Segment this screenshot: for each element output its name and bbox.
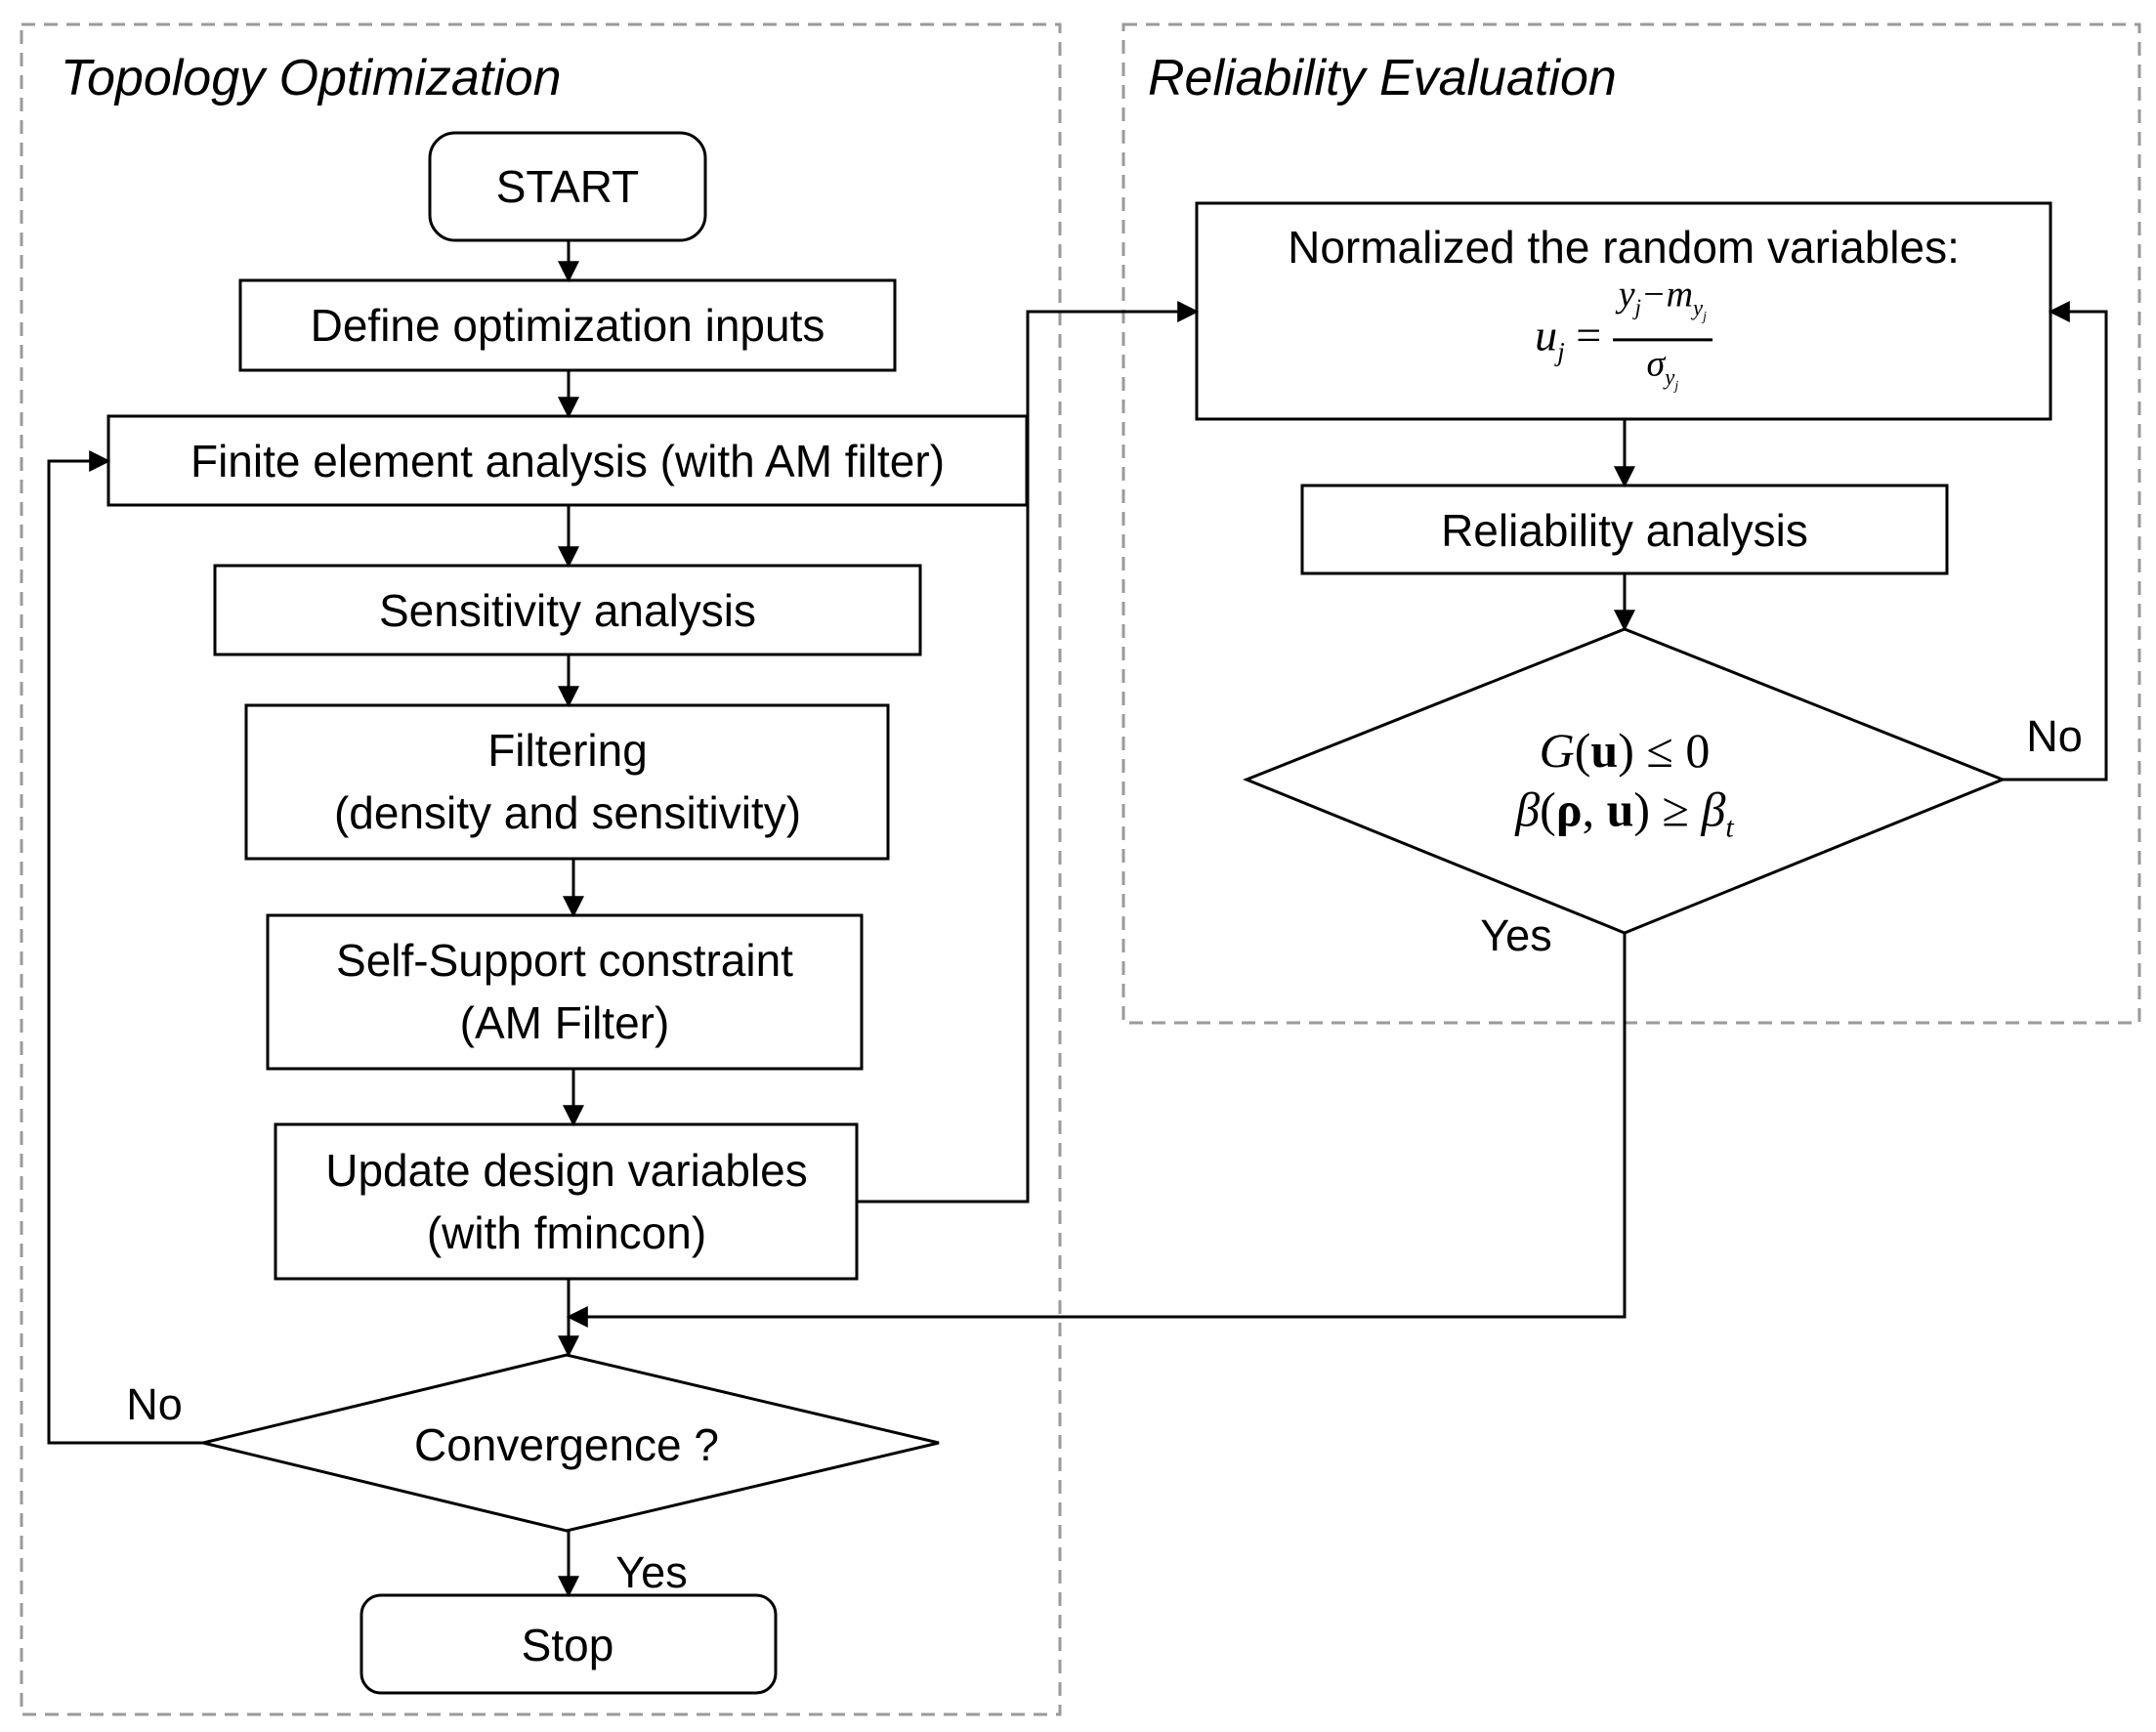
self-support-node — [266, 913, 864, 1071]
normalize-title: Normalized the random variables: — [1288, 222, 1960, 273]
formula-denominator: σyj — [1646, 343, 1679, 393]
convergence-yes-label: Yes — [615, 1547, 688, 1597]
update-label-line1: Update design variables — [325, 1145, 808, 1196]
reliability-yes-label: Yes — [1480, 910, 1552, 960]
convergence-label: Convergence ? — [414, 1419, 719, 1470]
filtering-label-line2: (density and sensitivity) — [333, 787, 802, 838]
arrow-decision-yes-return — [566, 933, 1627, 1328]
sensitivity-label: Sensitivity analysis — [378, 585, 757, 636]
filtering-node — [244, 703, 890, 861]
stop-label: Stop — [521, 1620, 614, 1670]
define-label: Define optimization inputs — [310, 300, 825, 351]
reliability-analysis-label: Reliability analysis — [1441, 505, 1808, 556]
reliability-section-frame — [1121, 22, 2141, 1025]
arrow-update-to-normalize — [857, 301, 1200, 1204]
arrow-convergence-no-loop — [47, 450, 203, 1445]
formula-lhs: u — [1535, 310, 1558, 360]
convergence-no-label: No — [126, 1379, 183, 1429]
constraint-g-label: G(u) ≤ 0 — [1539, 723, 1711, 778]
update-label: Update design variables (with fmincon) — [325, 1139, 808, 1264]
normalize-node — [1195, 201, 2052, 421]
formula-equals: = — [1576, 310, 1602, 360]
define-node — [238, 278, 897, 372]
update-label-line2: (with fmincon) — [426, 1207, 707, 1258]
start-label: START — [495, 161, 640, 212]
sensitivity-node — [213, 564, 922, 656]
normalize-formula: uj = yj−myj σyj — [1535, 272, 1712, 407]
self-support-label-line2: (AM Filter) — [459, 997, 670, 1048]
arrow-decision-no-loop — [2003, 301, 2108, 782]
constraint-beta-label: β(ρ, u) ≥ βt — [1515, 782, 1734, 844]
topology-section-title: Topology Optimization — [61, 50, 562, 106]
formula-lhs-sub: j — [1557, 335, 1565, 366]
self-support-label-line1: Self-Support constraint — [336, 935, 793, 986]
formula-numerator: yj−myj — [1612, 272, 1712, 342]
filtering-label: Filtering (density and sensitivity) — [334, 719, 801, 844]
topology-section-frame — [20, 22, 1062, 1716]
filtering-label-line1: Filtering — [487, 725, 648, 776]
reliability-section-title: Reliability Evaluation — [1148, 50, 1617, 106]
formula-fraction: yj−myj σyj — [1612, 272, 1712, 407]
self-support-label: Self-Support constraint (AM Filter) — [336, 929, 793, 1054]
fea-label: Finite element analysis (with AM filter) — [190, 436, 946, 486]
reliability-no-label: No — [2026, 711, 2083, 761]
convergence-decision — [202, 1353, 940, 1533]
